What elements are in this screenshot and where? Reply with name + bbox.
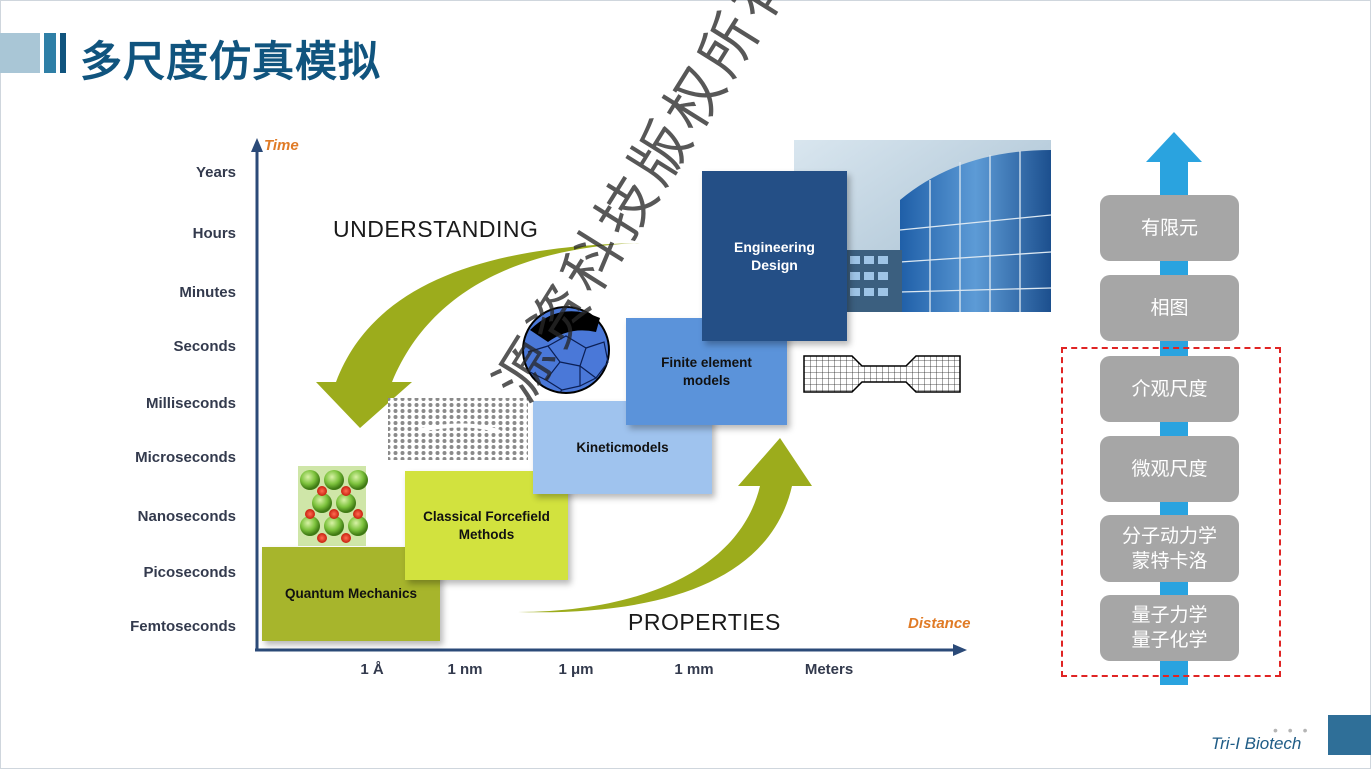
- box-label: models: [682, 372, 731, 388]
- box-label: Classical Forcefield: [423, 508, 550, 524]
- understanding-label: UNDERSTANDING: [333, 216, 539, 242]
- scale-level-label: 微观尺度: [1131, 457, 1208, 480]
- time-label: Hours: [192, 225, 236, 242]
- scale-level-fem[interactable]: 有限元: [1100, 195, 1239, 261]
- scale-level-molecular-dynamics[interactable]: 分子动力学 蒙特卡洛: [1100, 515, 1239, 582]
- length-label: Meters: [804, 661, 854, 678]
- scale-level-label: 有限元: [1140, 216, 1198, 239]
- scale-level-label: 量子力学: [1131, 604, 1208, 626]
- x-axis-title: Distance: [908, 615, 971, 632]
- length-label: 1 μm: [558, 661, 594, 678]
- length-label: 1 nm: [447, 661, 483, 678]
- y-axis-title: Time: [264, 137, 299, 154]
- scale-level-mesoscale[interactable]: 介观尺度: [1100, 356, 1239, 422]
- scale-level-microscale[interactable]: 微观尺度: [1100, 436, 1239, 502]
- scale-level-phase-diagram[interactable]: 相图: [1100, 275, 1239, 341]
- header-accent-light: [0, 33, 40, 73]
- footer-brand: Tri-I Biotech: [1211, 734, 1302, 753]
- time-label: Nanoseconds: [137, 508, 236, 525]
- box-label: Kineticmodels: [576, 439, 669, 455]
- header-accent-mid: [44, 33, 56, 73]
- highlight-dashed-box: [1061, 347, 1281, 677]
- page-title: 多尺度仿真模拟: [80, 37, 382, 86]
- scale-level-label: 量子化学: [1131, 629, 1208, 651]
- time-label: Seconds: [173, 338, 236, 355]
- time-label: Years: [195, 164, 236, 181]
- time-label: Microseconds: [135, 449, 236, 466]
- scale-level-label: 介观尺度: [1131, 377, 1208, 400]
- box-label: Design: [751, 257, 798, 273]
- time-label: Minutes: [179, 284, 236, 301]
- length-label: 1 mm: [674, 661, 714, 678]
- box-label: Finite element: [661, 354, 752, 370]
- box-label: Quantum Mechanics: [284, 586, 418, 601]
- scale-level-label: 蒙特卡洛: [1131, 549, 1208, 572]
- scale-level-quantum[interactable]: 量子力学 量子化学: [1100, 595, 1239, 661]
- box-label: Engineering: [734, 239, 815, 255]
- box-classical-forcefield: Classical Forcefield Methods: [405, 471, 568, 580]
- scale-level-label: 分子动力学: [1121, 524, 1217, 547]
- length-label: 1 Å: [360, 661, 384, 678]
- time-label: Picoseconds: [143, 564, 236, 581]
- time-label: Femtoseconds: [130, 618, 236, 635]
- footer-dots: • • •: [1273, 722, 1311, 738]
- time-label: Milliseconds: [145, 395, 236, 412]
- box-engineering-design: Engineering Design: [702, 171, 847, 341]
- properties-label: PROPERTIES: [628, 609, 781, 635]
- scale-level-label: 相图: [1150, 296, 1189, 319]
- header-accent-dark: [60, 33, 66, 73]
- footer-accent-block: [1328, 715, 1371, 755]
- box-label: Methods: [458, 526, 515, 542]
